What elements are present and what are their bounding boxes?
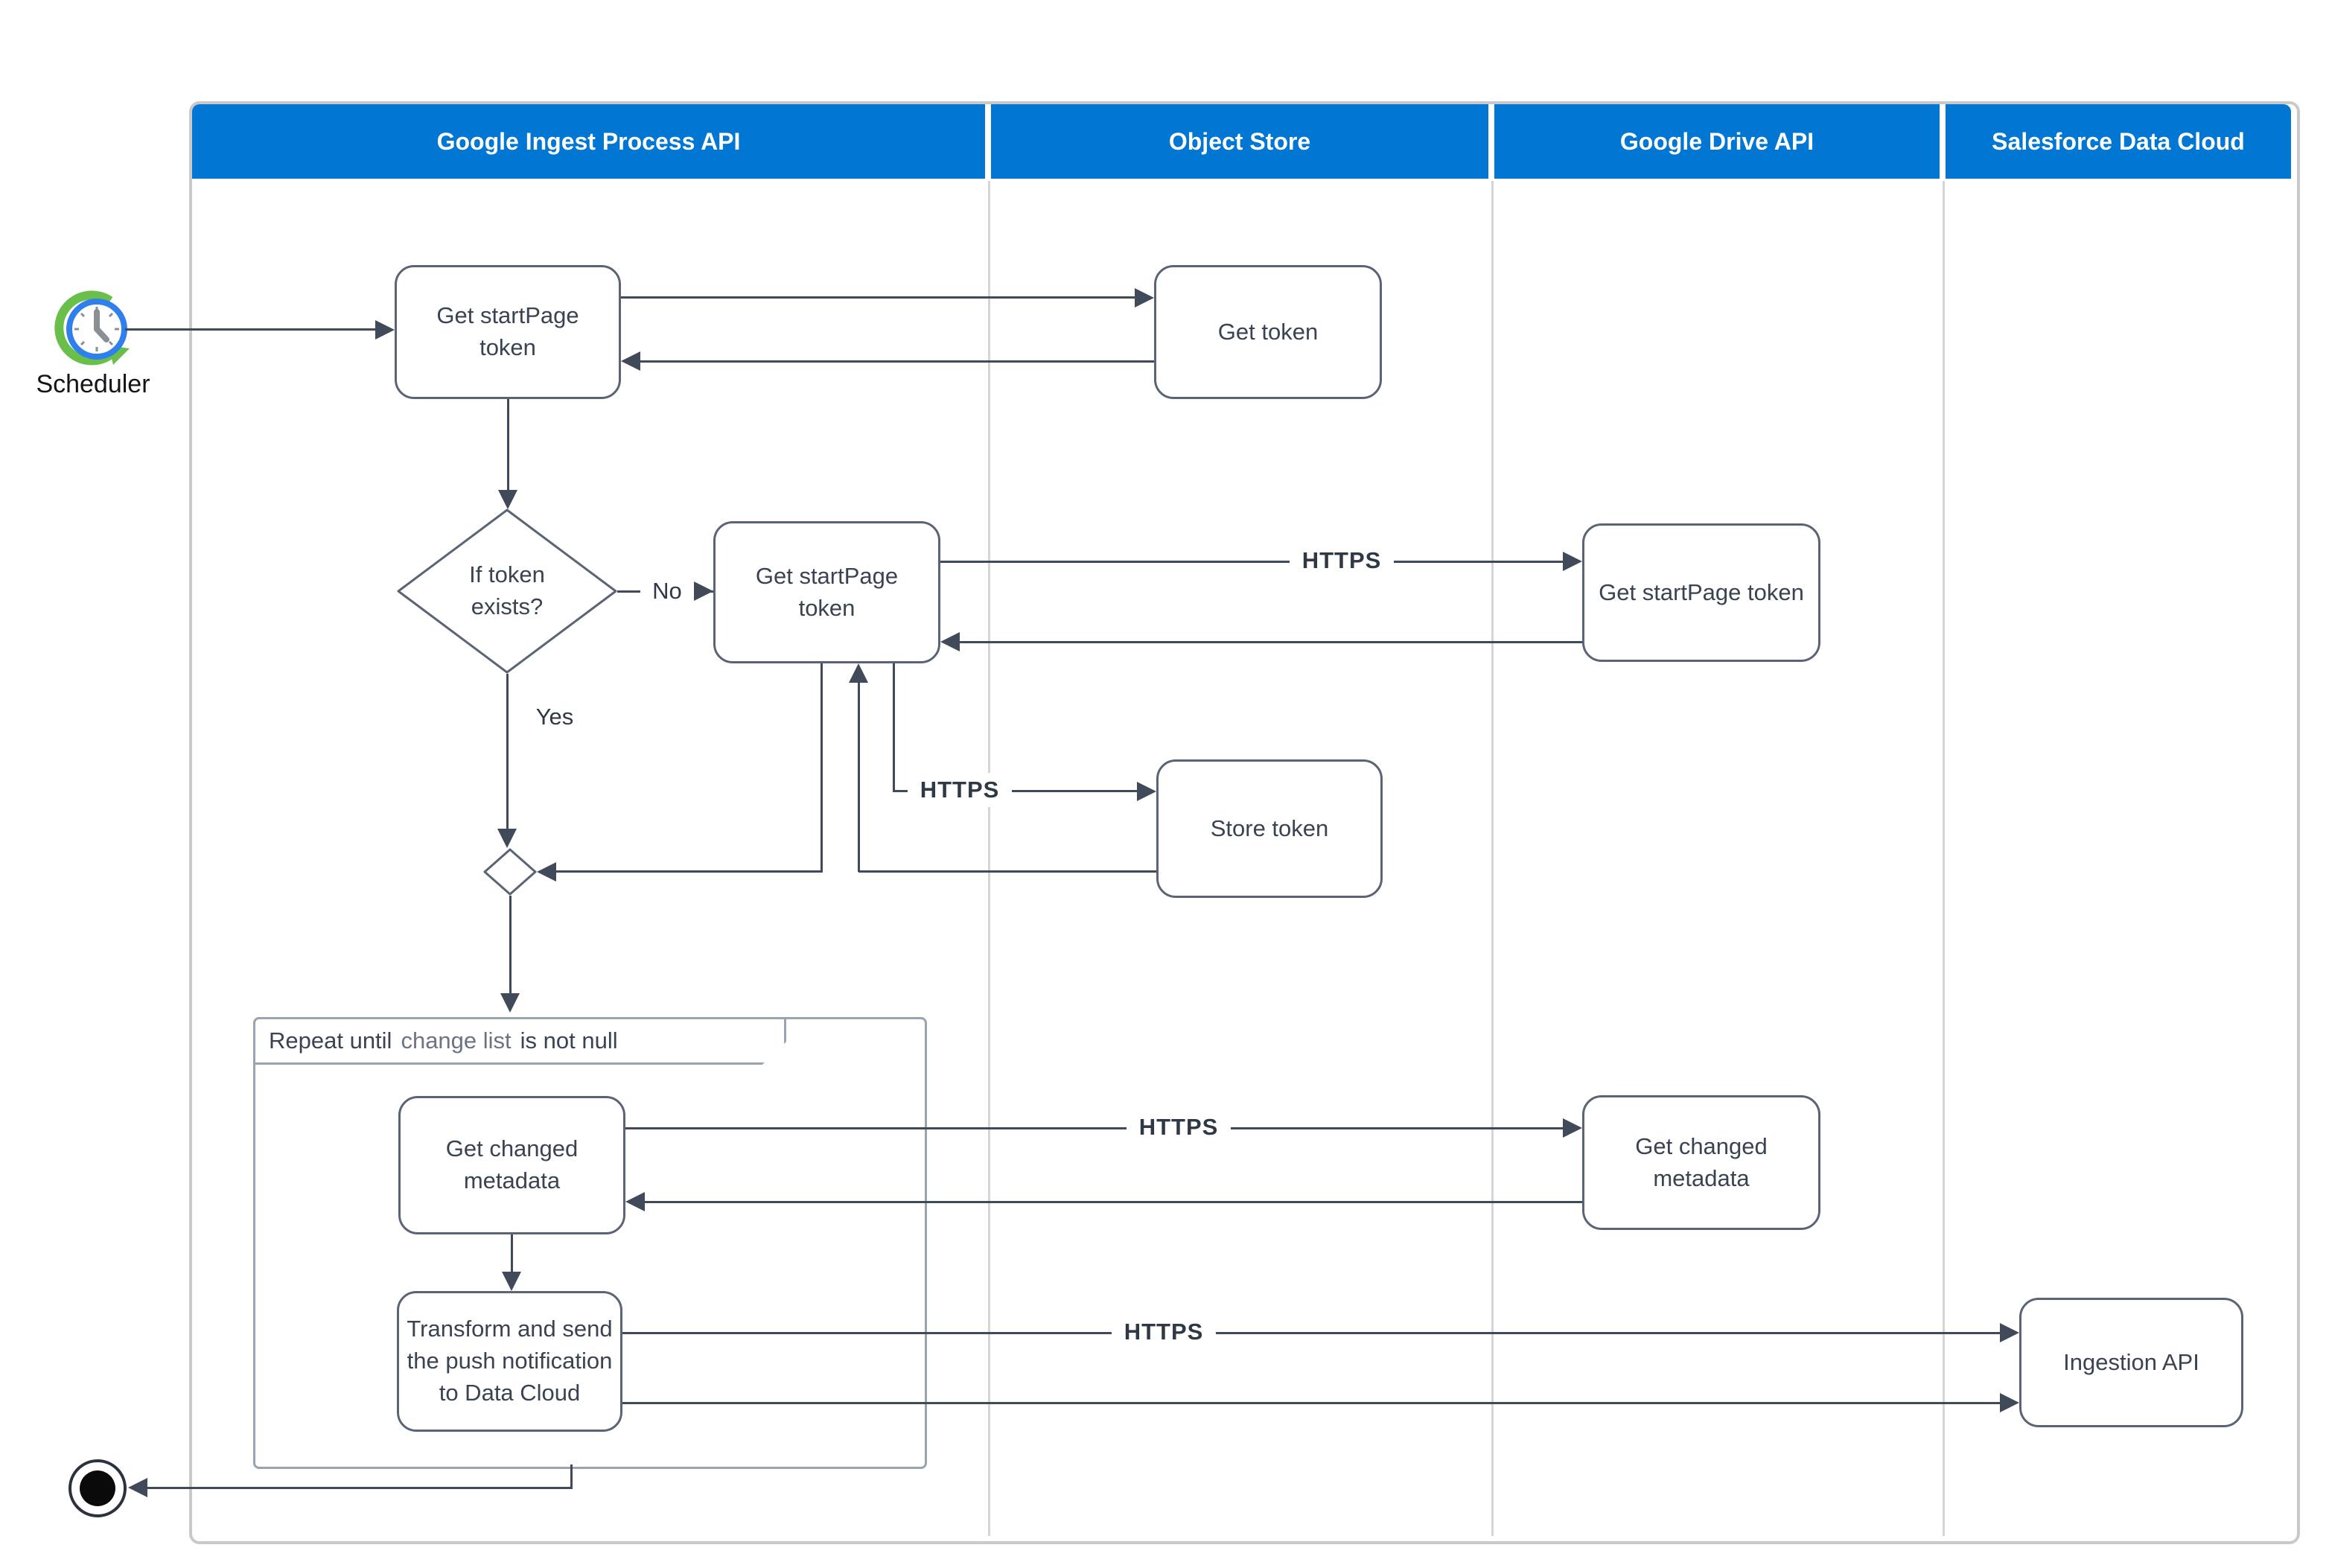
edge-label-https: HTTPS	[908, 773, 1012, 807]
arrowhead-icon	[694, 581, 713, 601]
node-label: Get startPage token	[1599, 579, 1804, 605]
edge-https-get-startpage	[940, 561, 1563, 563]
scheduler-label: Scheduler	[36, 370, 150, 398]
arrowhead-icon	[502, 1272, 521, 1291]
end-node	[80, 1470, 115, 1506]
edge-decision-yes	[506, 674, 509, 829]
edge-to-store-token-h	[893, 790, 1137, 792]
lane-label: Google Drive API	[1619, 127, 1814, 155]
edge-getstartpage-to-gettoken	[621, 296, 1136, 299]
node-label: Get startPage token	[755, 562, 899, 621]
edge-store-return-h	[858, 870, 1156, 873]
node-label: Store token	[1210, 815, 1329, 841]
decision-label: If token exists?	[469, 561, 545, 619]
arrowhead-icon	[128, 1478, 147, 1497]
arrowhead-icon	[537, 862, 556, 882]
lane-label: Object Store	[1168, 127, 1311, 155]
merge-diamond	[483, 848, 537, 896]
arrowhead-icon	[1137, 782, 1156, 801]
edge-label-https: HTTPS	[1112, 1315, 1216, 1349]
edge-get-startpage-return	[960, 641, 1582, 643]
repeat-label-suffix: is not null	[520, 1027, 618, 1054]
edge-box2-to-merge-v	[821, 663, 823, 873]
edge-ingestion-2	[622, 1402, 2000, 1404]
activity-get-token: Get token	[1154, 265, 1382, 399]
arrowhead-icon	[1563, 552, 1582, 571]
arrowhead-icon	[2000, 1323, 2019, 1342]
repeat-group-frame	[253, 1017, 927, 1469]
lane-divider-2	[1491, 181, 1494, 1536]
edge-label-no: No	[640, 574, 694, 608]
edge-to-transform	[511, 1234, 513, 1273]
activity-get-startpage-token-1: Get startPage token	[395, 265, 621, 399]
arrowhead-icon	[2000, 1393, 2019, 1412]
repeat-group-label: Repeat until change list is not null	[253, 1017, 786, 1065]
edge-merge-to-frame	[509, 896, 512, 993]
lane-header-object-store: Object Store	[991, 104, 1488, 179]
edge-get-changed-return	[645, 1201, 1582, 1203]
arrowhead-icon	[500, 993, 520, 1013]
arrowhead-icon	[375, 320, 395, 340]
lane-label: Google Ingest Process API	[436, 127, 741, 155]
lane-header-google-drive-api: Google Drive API	[1494, 104, 1940, 179]
node-label: Ingestion API	[2063, 1348, 2199, 1375]
node-label: Transform and send the push notification…	[407, 1316, 613, 1406]
edge-frame-to-end-h	[146, 1487, 573, 1489]
lane-divider-3	[1943, 181, 1945, 1536]
node-label: Get startPage token	[436, 302, 579, 360]
arrowhead-icon	[940, 632, 960, 651]
edge-label-yes: Yes	[535, 704, 574, 730]
activity-gd-get-changed-metadata: Get changed metadata	[1582, 1095, 1820, 1230]
activity-store-token: Store token	[1156, 759, 1383, 898]
lane-header-google-ingest-process-api: Google Ingest Process API	[192, 104, 985, 179]
repeat-label-prefix: Repeat until	[269, 1027, 392, 1054]
scheduler-clock-icon	[54, 290, 130, 366]
decision-if-token-exists: If token exists?	[397, 509, 617, 674]
arrowhead-icon	[1135, 288, 1154, 307]
node-label: Get changed metadata	[445, 1135, 579, 1193]
arrowhead-icon	[1563, 1118, 1582, 1138]
activity-ingestion-api: Ingestion API	[2019, 1298, 2243, 1427]
activity-transform-push-notification: Transform and send the push notification…	[397, 1291, 622, 1432]
repeat-label-variable: change list	[401, 1027, 512, 1054]
edge-to-store-token-v	[893, 663, 895, 791]
edge-frame-to-end-v	[570, 1465, 573, 1488]
node-label: Get changed metadata	[1635, 1132, 1768, 1191]
diamond-shape-icon	[397, 509, 617, 674]
edge-to-decision	[507, 399, 509, 491]
edge-https-ingestion-1	[622, 1332, 2000, 1334]
lane-header-salesforce-data-cloud: Salesforce Data Cloud	[1946, 104, 2291, 179]
arrowhead-icon	[621, 351, 640, 371]
activity-get-startpage-token-2: Get startPage token	[713, 521, 940, 663]
edge-label-https: HTTPS	[1290, 544, 1394, 578]
edge-store-return-v	[858, 683, 860, 872]
edge-scheduler-to-get-startpage	[125, 328, 377, 331]
arrowhead-icon	[498, 490, 517, 509]
lane-divider-1	[988, 181, 990, 1536]
activity-get-changed-metadata: Get changed metadata	[398, 1096, 625, 1234]
lane-label: Salesforce Data Cloud	[1992, 127, 2245, 155]
activity-gd-get-startpage-token: Get startPage token	[1582, 523, 1820, 662]
node-label: Get token	[1217, 318, 1319, 345]
arrowhead-icon	[497, 829, 517, 848]
edge-gettoken-return	[640, 360, 1154, 363]
edge-https-get-changed	[625, 1127, 1563, 1129]
diamond-shape-icon	[483, 848, 537, 896]
arrowhead-icon	[625, 1192, 645, 1211]
edge-box2-to-merge-h	[556, 870, 822, 873]
edge-label-https: HTTPS	[1127, 1110, 1231, 1144]
arrowhead-icon	[849, 663, 868, 683]
